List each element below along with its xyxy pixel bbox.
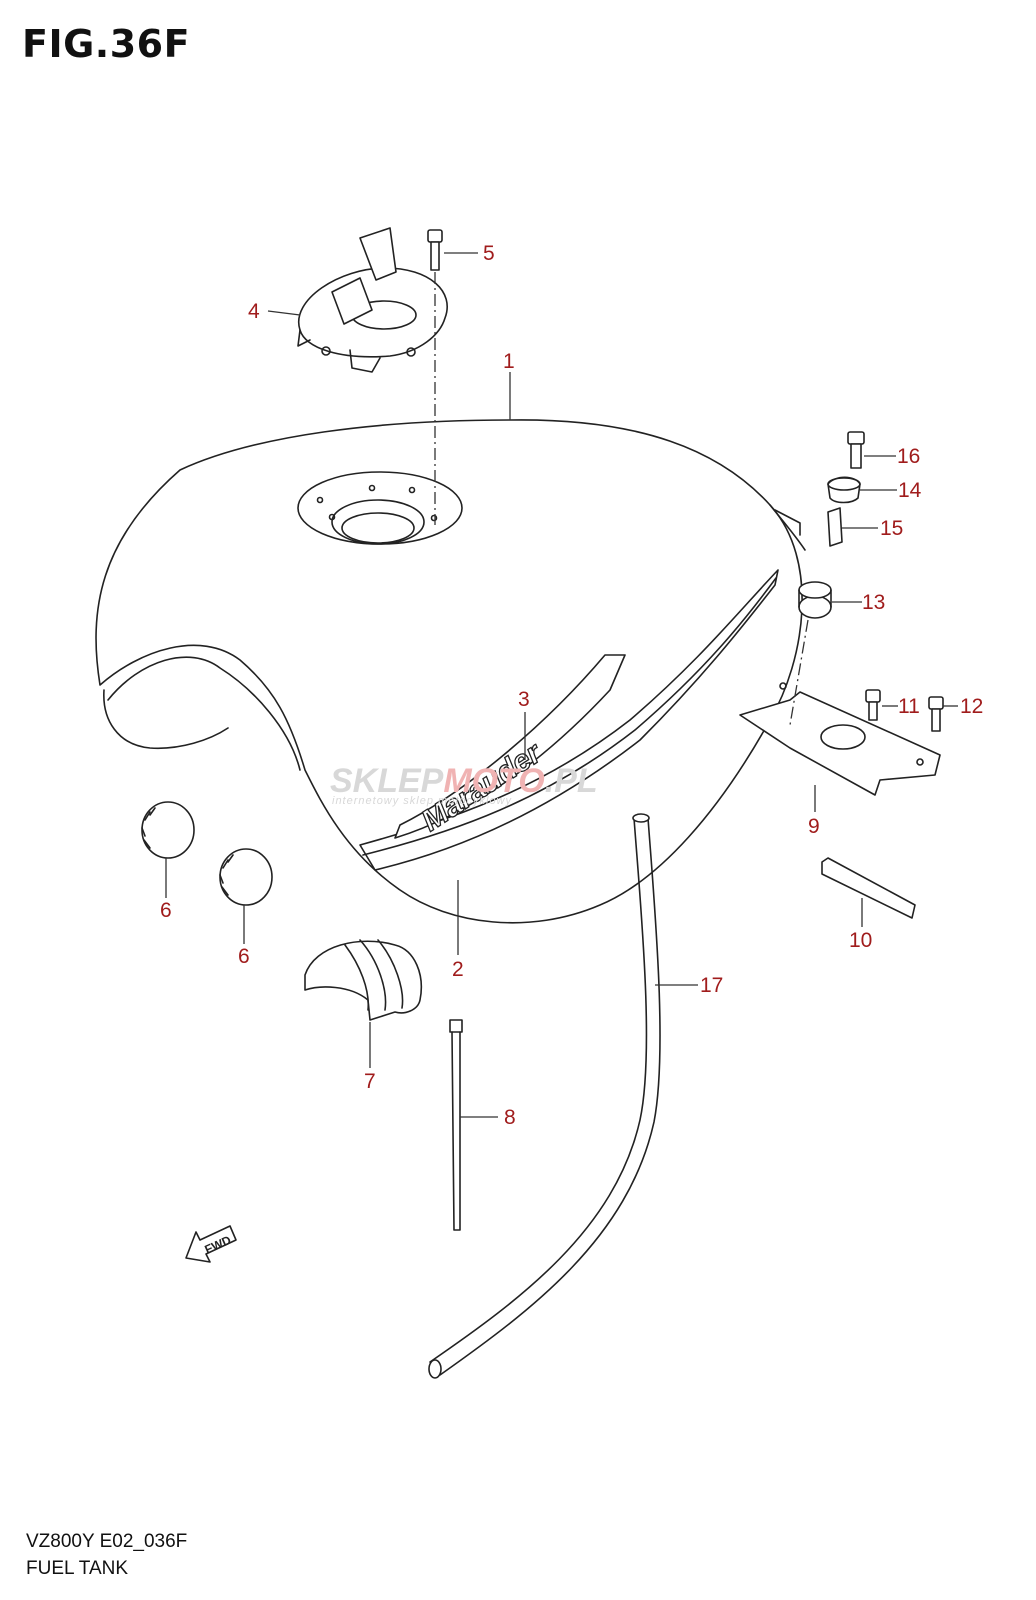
watermark-brand-left: SKLEP — [330, 762, 444, 800]
callout-labels: 1 2 3 4 5 6 6 7 8 9 10 11 12 13 14 15 16… — [160, 242, 983, 1129]
callout-6a: 6 — [160, 899, 172, 922]
screw-part-5 — [427, 229, 443, 271]
bolt-part-11 — [865, 689, 881, 721]
callout-15: 15 — [880, 517, 903, 540]
callout-17: 17 — [700, 974, 723, 997]
callout-7: 7 — [364, 1070, 376, 1093]
cable-tie-part-8 — [449, 1019, 463, 1231]
grommet-part-7 — [304, 939, 422, 1021]
callout-2: 2 — [452, 958, 464, 981]
watermark-brand-right: .PL — [545, 762, 598, 800]
callout-6b: 6 — [238, 945, 250, 968]
callout-1: 1 — [503, 350, 515, 373]
diagram-code: VZ800Y E02_036F — [26, 1531, 188, 1552]
callout-3: 3 — [518, 688, 530, 711]
callout-11: 11 — [898, 695, 920, 718]
hose-part-17 — [428, 813, 661, 1379]
bolt-part-12 — [928, 696, 944, 732]
callout-14: 14 — [898, 479, 922, 502]
cap-part-6b — [219, 848, 273, 906]
callout-10: 10 — [849, 929, 872, 952]
fuel-tank-part-1 — [95, 419, 806, 924]
callout-16: 16 — [897, 445, 920, 468]
cushion-part-13 — [798, 581, 832, 619]
diagram-footer: VZ800Y E02_036F FUEL TANK — [26, 1528, 187, 1582]
collar-part-15 — [827, 507, 843, 547]
callout-12: 12 — [960, 695, 983, 718]
leader-lines — [165, 252, 958, 1118]
filler-neck-recess — [297, 471, 463, 545]
rubber-strip-part-10 — [821, 857, 916, 919]
figure-title: FIG.36F — [22, 22, 191, 66]
washer-part-14 — [827, 476, 861, 504]
bracket-part-9 — [739, 682, 941, 796]
callout-9: 9 — [808, 815, 820, 838]
bolt-part-16 — [847, 431, 865, 469]
callout-8: 8 — [504, 1106, 516, 1129]
callout-4: 4 — [248, 300, 260, 323]
watermark-tagline: internetowy sklep motocyklowy — [332, 795, 513, 807]
svg-text:SKLEPMOTO.PL: SKLEPMOTO.PL — [330, 762, 598, 800]
watermark-brand-red: MOTO — [443, 762, 544, 800]
cap-part-6a — [141, 801, 195, 859]
diagram-name: FUEL TANK — [26, 1558, 129, 1579]
stripe-part-2 — [359, 569, 779, 871]
watermark: SKLEPMOTO.PL internetowy sklep motocyklo… — [330, 762, 598, 807]
callout-5: 5 — [483, 242, 495, 265]
fuel-cap-part-4 — [297, 227, 448, 373]
forward-arrow-icon: FWD — [185, 1225, 237, 1263]
callout-13: 13 — [862, 591, 885, 614]
